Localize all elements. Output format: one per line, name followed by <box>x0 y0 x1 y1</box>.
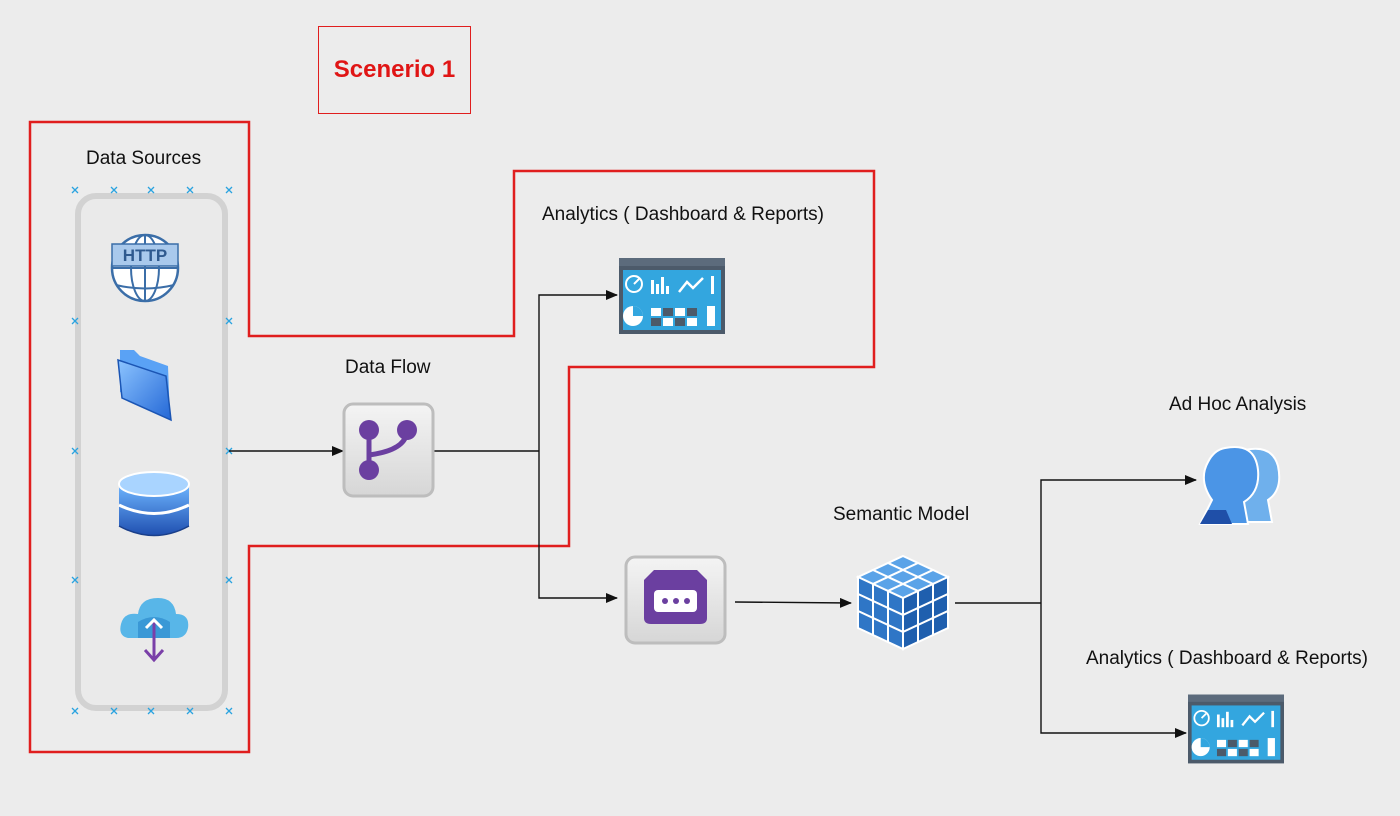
dashboard-icon[interactable] <box>1188 694 1284 764</box>
dataflow-icon[interactable] <box>342 402 435 498</box>
connector-to-analytics-top <box>538 290 618 451</box>
connectors <box>229 290 1197 738</box>
http-icon-label: HTTP <box>123 246 167 265</box>
semantic-model-label: Semantic Model <box>833 504 970 525</box>
connector-to-adhoc <box>1040 475 1197 603</box>
selection-handle-marker <box>71 447 79 455</box>
selection-handle-marker <box>110 186 118 194</box>
selection-handle-marker <box>147 707 155 715</box>
connector-to-warehouse <box>538 451 618 603</box>
scenario-title: Scenerio 1 <box>333 56 456 83</box>
analytics-top-label: Analytics ( Dashboard & Reports) <box>542 204 824 225</box>
ad-hoc-users-icon[interactable] <box>1198 446 1281 525</box>
dashboard-icon-top-graphic <box>619 258 725 334</box>
folder-icon <box>117 350 172 422</box>
http-globe-icon: HTTP <box>110 233 180 303</box>
cube-facet <box>932 609 949 637</box>
scenario-title-box: Scenerio 1 <box>318 26 471 114</box>
selection-handle-marker <box>186 186 194 194</box>
selection-handle-marker <box>71 317 79 325</box>
selection-handle-marker <box>225 576 233 584</box>
selection-handles <box>71 186 233 715</box>
selection-handle-marker <box>71 576 79 584</box>
connector-to-analytics-bottom <box>1040 603 1187 738</box>
cloud-download-icon <box>120 598 189 663</box>
selection-handle-marker <box>186 707 194 715</box>
dashboard-icon[interactable] <box>619 258 725 334</box>
cube-icon[interactable] <box>855 554 951 651</box>
data-flow-label: Data Flow <box>345 357 431 378</box>
dashboard-icon-bottom-graphic <box>1188 694 1284 764</box>
selection-handle-marker <box>71 186 79 194</box>
analytics-bottom-label: Analytics ( Dashboard & Reports) <box>1086 648 1368 669</box>
data-sources-container[interactable] <box>75 193 228 711</box>
selection-handle-marker <box>71 707 79 715</box>
connector-warehouse-to-model <box>734 597 852 608</box>
selection-handle-marker <box>225 317 233 325</box>
selection-handle-marker <box>147 186 155 194</box>
warehouse-icon[interactable] <box>624 555 727 645</box>
selection-handle-marker <box>225 186 233 194</box>
selection-handle-marker <box>225 707 233 715</box>
data-sources-label: Data Sources <box>86 148 202 169</box>
database-icon <box>118 471 190 537</box>
ad-hoc-analysis-label: Ad Hoc Analysis <box>1169 394 1307 415</box>
scenario-highlight-outline <box>28 120 876 754</box>
selection-handle-marker <box>110 707 118 715</box>
